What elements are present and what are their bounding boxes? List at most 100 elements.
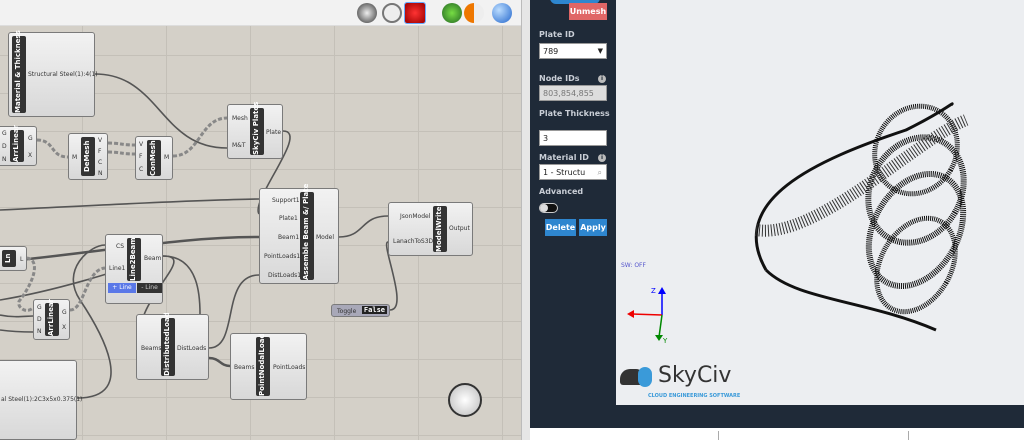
plate-thickness-label: Plate Thickness (539, 109, 610, 118)
unmesh-button[interactable]: Unmesh (569, 3, 607, 20)
assemble-node[interactable]: Support1 Plate1 Beam1 PointLoads1 DistLo… (259, 184, 339, 284)
port[interactable]: Plate (266, 129, 282, 136)
separator (718, 431, 719, 440)
sw-status: SW: OFF (621, 262, 646, 269)
node-title: Ln (2, 250, 16, 267)
color-preview-icon[interactable] (464, 3, 484, 23)
port[interactable]: F (139, 153, 143, 160)
node-ids-field: 803,854,855 (539, 85, 607, 101)
toggle-node[interactable]: Toggle False (331, 304, 390, 317)
port[interactable]: Model (316, 234, 335, 241)
port[interactable]: N (98, 170, 103, 177)
separator (908, 431, 909, 440)
skyciv-plates-node[interactable]: Mesh M&T SkyCiv Plates Plate (227, 102, 283, 159)
port[interactable]: Mesh (232, 115, 248, 122)
port[interactable]: L (20, 256, 24, 263)
port[interactable]: M (72, 154, 78, 161)
search-icon: ⌕ (597, 168, 602, 177)
add-line-button[interactable]: + Line (108, 283, 136, 293)
port[interactable]: X (62, 324, 67, 331)
advanced-toggle[interactable] (539, 203, 558, 213)
grasshopper-canvas[interactable]: Material & Thickness Structural Steel(1)… (0, 0, 521, 440)
port[interactable]: Plate1 (279, 215, 298, 222)
delete-button[interactable]: Delete (545, 219, 576, 236)
axis-z-label: Z (651, 287, 656, 295)
port[interactable]: Output (449, 225, 470, 232)
selected-preview-icon[interactable] (442, 3, 462, 23)
port[interactable]: PointLoads (273, 364, 306, 371)
port[interactable]: Beams (234, 364, 255, 371)
port[interactable]: DistLoads (177, 345, 207, 352)
canvas-navigator-icon[interactable] (448, 383, 482, 417)
port[interactable]: C (139, 166, 144, 173)
port[interactable]: JsonModel (400, 213, 431, 220)
port[interactable]: M&T (232, 142, 246, 149)
section-node[interactable]: al Steel(1):2C3x5x0.375(1) (0, 360, 82, 440)
axis-y-label: Y (663, 337, 668, 345)
port[interactable]: CS (116, 243, 124, 250)
plate-id-select[interactable]: 789▼ (539, 43, 607, 59)
node-ids-label: Node IDs (539, 74, 580, 83)
line2beam-node[interactable]: CS Line1 Line2Beam Beam + Line - Line (105, 234, 163, 304)
port[interactable]: Beams (141, 345, 162, 352)
ghost-preview-icon[interactable] (357, 3, 377, 23)
port[interactable]: DistLoads1 (268, 272, 302, 279)
remove-line-button[interactable]: - Line (137, 283, 162, 293)
info-icon[interactable]: i (598, 75, 606, 83)
modelwriter-node[interactable]: JsonModel LanachToS3D ModelWriter Output (388, 202, 473, 256)
port[interactable]: Support1 (272, 197, 300, 204)
port[interactable]: G (28, 135, 33, 142)
port[interactable]: C (98, 159, 103, 166)
shaded-preview-icon[interactable] (404, 2, 426, 24)
port[interactable]: Line1 (109, 265, 126, 272)
port[interactable]: G (37, 304, 42, 311)
advanced-label: Advanced (539, 187, 584, 196)
port[interactable]: N (2, 156, 7, 163)
plate-mesh-model (627, 102, 969, 341)
port[interactable]: LanachToS3D (393, 238, 434, 245)
port-output[interactable]: Structural Steel(1):4(1) (28, 71, 98, 78)
caret-down-icon: ▼ (597, 47, 603, 55)
node-title: DistributedLoad (161, 312, 175, 376)
port[interactable]: PointLoads1 (264, 253, 301, 260)
node-title: ConMesh (147, 140, 161, 176)
port[interactable]: G (2, 130, 7, 137)
port[interactable]: Beam1 (278, 234, 300, 241)
plate-thickness-input[interactable]: 3 (539, 130, 607, 146)
toggle-value[interactable]: False (361, 306, 387, 314)
arrlinear-node-2[interactable]: G D N ArrLinear G X (33, 299, 70, 340)
material-id-value: 1 - Structu (543, 168, 586, 177)
sphere-display-icon[interactable] (492, 3, 512, 23)
distributed-load-node[interactable]: Beams DistributedLoad DistLoads (136, 312, 209, 380)
port[interactable]: N (37, 328, 42, 335)
toggle-label: Toggle (337, 308, 357, 315)
node-title: ModelWriter (433, 203, 447, 252)
info-icon[interactable]: i (598, 154, 606, 162)
port[interactable]: V (139, 141, 144, 148)
port[interactable]: Beam (144, 255, 162, 262)
material-id-input[interactable]: 1 - Structu ⌕ (539, 164, 607, 180)
wireframe-preview-icon[interactable] (382, 3, 402, 23)
ln-node[interactable]: Ln L (0, 246, 27, 271)
port[interactable]: D (37, 316, 42, 323)
port[interactable]: G (62, 309, 67, 316)
tab-button[interactable] (550, 0, 600, 4)
point-nodal-load-node[interactable]: Beams PointNodalLoad PointLoads (230, 333, 307, 400)
port[interactable]: F (98, 148, 102, 155)
port[interactable]: X (28, 152, 33, 159)
conmesh-node[interactable]: V F C ConMesh M (135, 136, 173, 180)
logo-text: SkyCiv (658, 363, 732, 388)
3d-viewport[interactable]: SW: OFF Z Y SkyCiv CLOUD ENGINEERING SOF… (616, 0, 1024, 410)
port-output[interactable]: al Steel(1):2C3x5x0.375(1) (1, 396, 83, 403)
demesh-node[interactable]: M DeMesh V F C N (68, 133, 108, 180)
material-thickness-node[interactable]: Material & Thickness Structural Steel(1)… (8, 30, 98, 117)
node-title: ArrLinear (10, 125, 24, 162)
port[interactable]: D (2, 143, 7, 150)
port[interactable]: V (98, 137, 103, 144)
node-title: PointNodalLoad (256, 334, 270, 396)
apply-button[interactable]: Apply (579, 219, 607, 236)
port[interactable]: M (164, 154, 170, 161)
arrlinear-node[interactable]: G D N ArrLinear G X (0, 125, 37, 166)
node-title: Line2Beam (127, 237, 141, 281)
splitter[interactable] (521, 0, 530, 440)
